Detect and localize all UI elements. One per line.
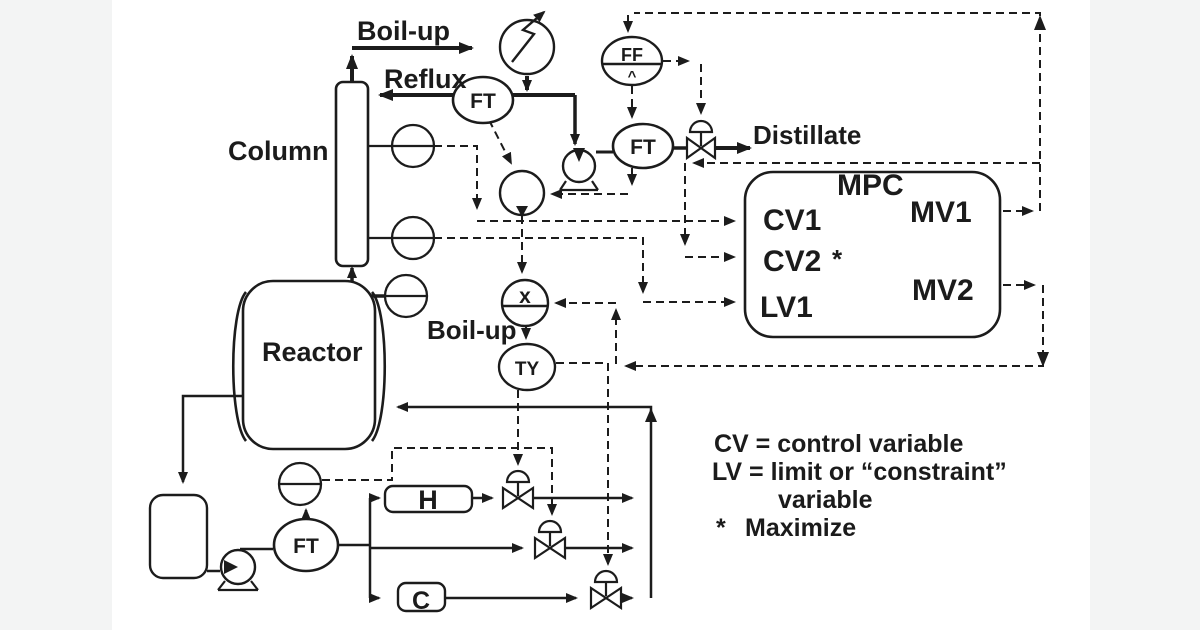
ft-distillate: FT: [611, 122, 675, 170]
condenser: [498, 10, 556, 76]
legend-line4-text: Maximize: [745, 514, 856, 542]
valve-heater: [501, 469, 535, 511]
ff-label: FF: [621, 45, 643, 65]
label-distillate: Distillate: [753, 120, 861, 150]
legend-line4-bullet: *: [716, 514, 726, 542]
label-boilup-bottom: Boil-up: [427, 315, 517, 345]
valve-cooler: [589, 569, 623, 611]
distillate-pump: [559, 148, 599, 192]
label-reactor: Reactor: [262, 337, 363, 367]
legend-line1: CV = control variable: [714, 430, 963, 458]
legend-line3: variable: [778, 486, 873, 514]
multiplier-circle: x: [500, 278, 550, 328]
cooler-label: C: [412, 587, 430, 615]
heater-box: H: [383, 484, 474, 515]
label-reflux: Reflux: [384, 64, 467, 94]
legend-line2: LV = limit or “constraint”: [712, 458, 1007, 486]
ty-label: TY: [515, 359, 540, 380]
ff-caret: ^: [628, 68, 637, 85]
ft-bottoms-label: FT: [293, 535, 319, 558]
reactor-vessel: [232, 279, 386, 451]
bottoms-pump: [217, 548, 259, 592]
mpc-input-lv1: LV1: [760, 291, 813, 324]
column-sensor-top: [390, 123, 436, 169]
label-column: Column: [228, 136, 329, 166]
heater-label: H: [418, 485, 438, 515]
cooler-box: C: [396, 581, 447, 615]
bottoms-sensor: [277, 461, 323, 507]
ty-instrument: TY: [497, 342, 557, 392]
label-boilup-top: Boil-up: [357, 16, 450, 46]
flow-controller-circle: [498, 169, 546, 217]
valve-mid: [533, 519, 567, 561]
control-valves: [501, 119, 717, 611]
ff-instrument: FF ^: [600, 35, 664, 87]
mpc-title: MPC: [837, 169, 904, 202]
mpc-output-mv2: MV2: [912, 274, 974, 307]
bottoms-vessel: [148, 493, 209, 580]
column-vessel: [334, 80, 370, 268]
riser-up-arrow: [645, 408, 657, 422]
multiplier-label: x: [519, 285, 531, 308]
mv1-corner-arrow: [1034, 15, 1046, 30]
ft-reflux: FT: [451, 75, 515, 125]
mpc-input-cv1: CV1: [763, 204, 821, 237]
ft-reflux-label: FT: [470, 90, 496, 113]
boilup-sensor: [383, 273, 429, 319]
mpc-block: MPC CV1 CV2 * LV1 MV1 MV2: [743, 169, 1002, 339]
mpc-output-mv1: MV1: [910, 196, 972, 229]
ft-distillate-label: FT: [630, 136, 656, 159]
mpc-cv2-flag: *: [832, 244, 843, 274]
ft-bottoms: FT: [272, 517, 340, 573]
mv2-corner-arrow: [1037, 352, 1049, 367]
mpc-input-cv2: CV2: [763, 245, 821, 278]
valve-distillate: [685, 119, 717, 161]
column-sensor-bottom: [390, 215, 436, 261]
legend: CV = control variable LV = limit or “con…: [712, 430, 1007, 542]
